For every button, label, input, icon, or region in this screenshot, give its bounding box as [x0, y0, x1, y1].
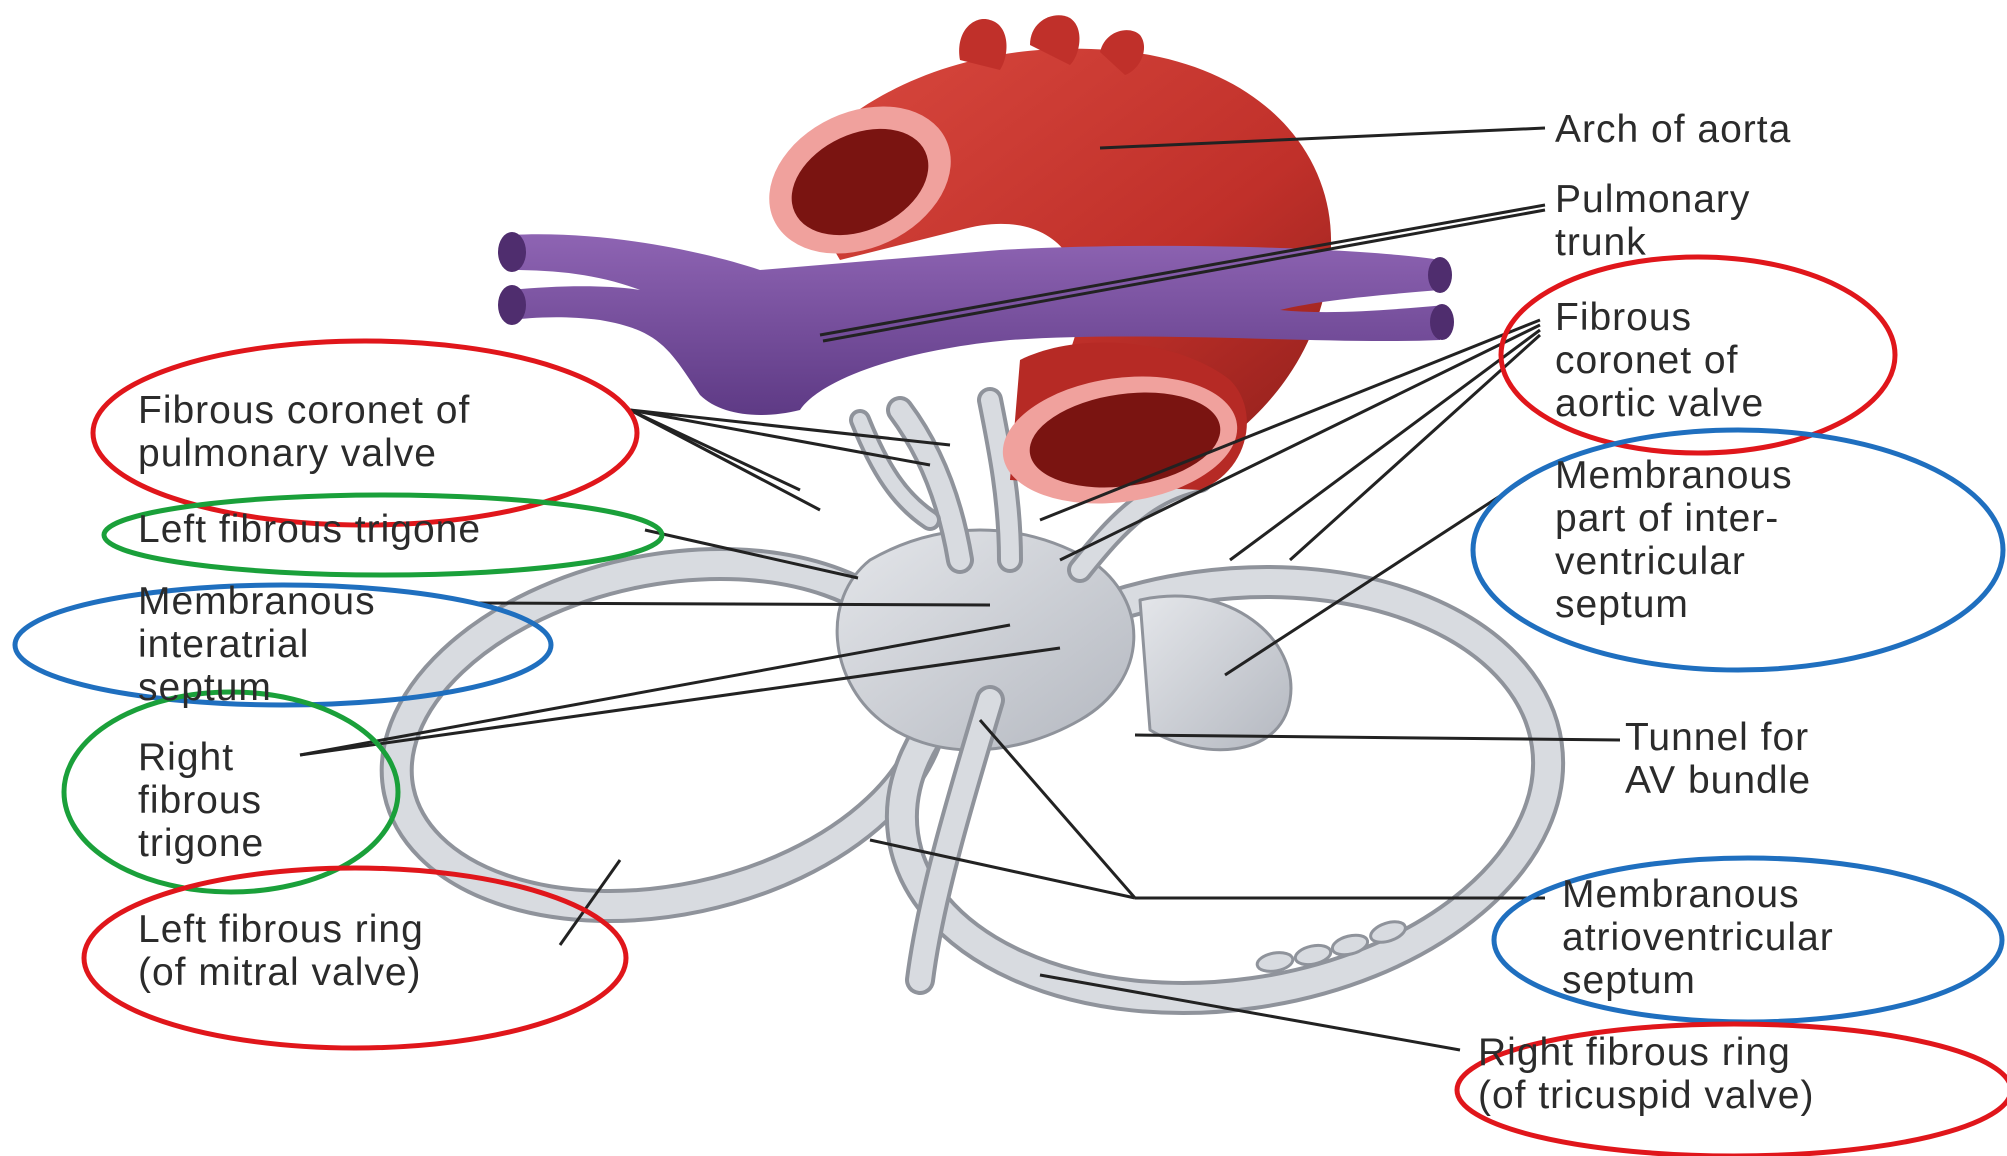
label-tunnel-av-bundle: Tunnel for AV bundle [1625, 716, 1811, 802]
label-left-fibrous-trigone: Left fibrous trigone [138, 508, 481, 551]
label-left-fibrous-ring: Left fibrous ring (of mitral valve) [138, 908, 424, 994]
label-membranous-interventricular: Membranous part of inter- ventricular se… [1555, 454, 1793, 626]
label-membranous-av-septum: Membranous atrioventricular septum [1562, 873, 1834, 1002]
label-fibrous-coronet-aortic: Fibrous coronet of aortic valve [1555, 296, 1764, 425]
label-right-fibrous-ring: Right fibrous ring (of tricuspid valve) [1478, 1031, 1814, 1117]
label-membranous-interatrial: Membranous interatrial septum [138, 580, 376, 709]
label-pulmonary-trunk: Pulmonary trunk [1555, 178, 1750, 264]
label-arch-of-aorta: Arch of aorta [1555, 108, 1791, 151]
label-right-fibrous-trigone: Right fibrous trigone [138, 736, 264, 865]
label-fibrous-coronet-pulmonary: Fibrous coronet of pulmonary valve [138, 389, 470, 475]
pulmonary-trunk [498, 232, 1454, 415]
